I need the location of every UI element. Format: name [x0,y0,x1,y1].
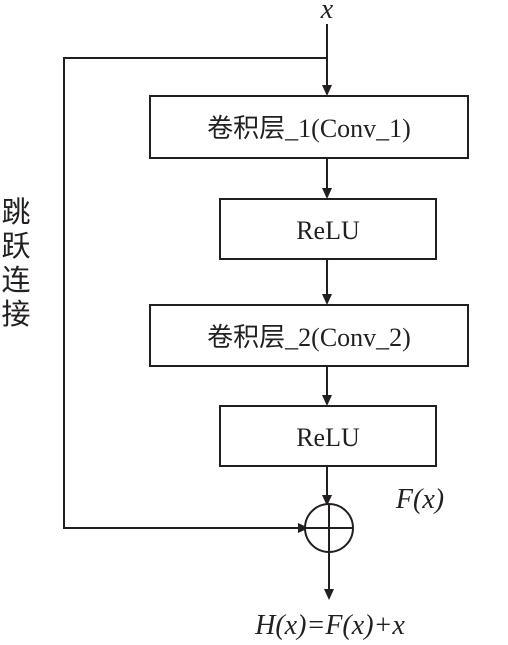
arrow-head [322,188,332,199]
add-node-icon [304,503,354,553]
arrow-head [322,495,332,506]
block-relu-1-label: ReLU [296,216,360,245]
skip-arrow-head [298,523,309,533]
block-relu-2 [219,405,437,467]
arrow-head [322,294,332,305]
skip-label-char: 接 [1,297,30,331]
arrow-head [324,589,334,600]
skip-label-char: 跳 [1,195,30,229]
block-conv-1-label: 卷积层_1(Conv_1) [207,114,411,143]
input-label: x [320,0,334,25]
block-relu-2-label: ReLU [296,423,360,452]
skip-label-char: 连 [1,263,30,297]
arrow-head [322,395,332,406]
skip-connection-line [63,57,327,529]
block-conv-1 [149,95,469,159]
residual-label: F(x) [395,484,444,515]
arrow-head [322,85,332,96]
output-label: H(x)=F(x)+x [254,610,405,641]
block-conv-2-label: 卷积层_2(Conv_2) [207,323,411,352]
block-conv-2 [149,304,469,367]
skip-label-char: 跃 [1,229,30,263]
